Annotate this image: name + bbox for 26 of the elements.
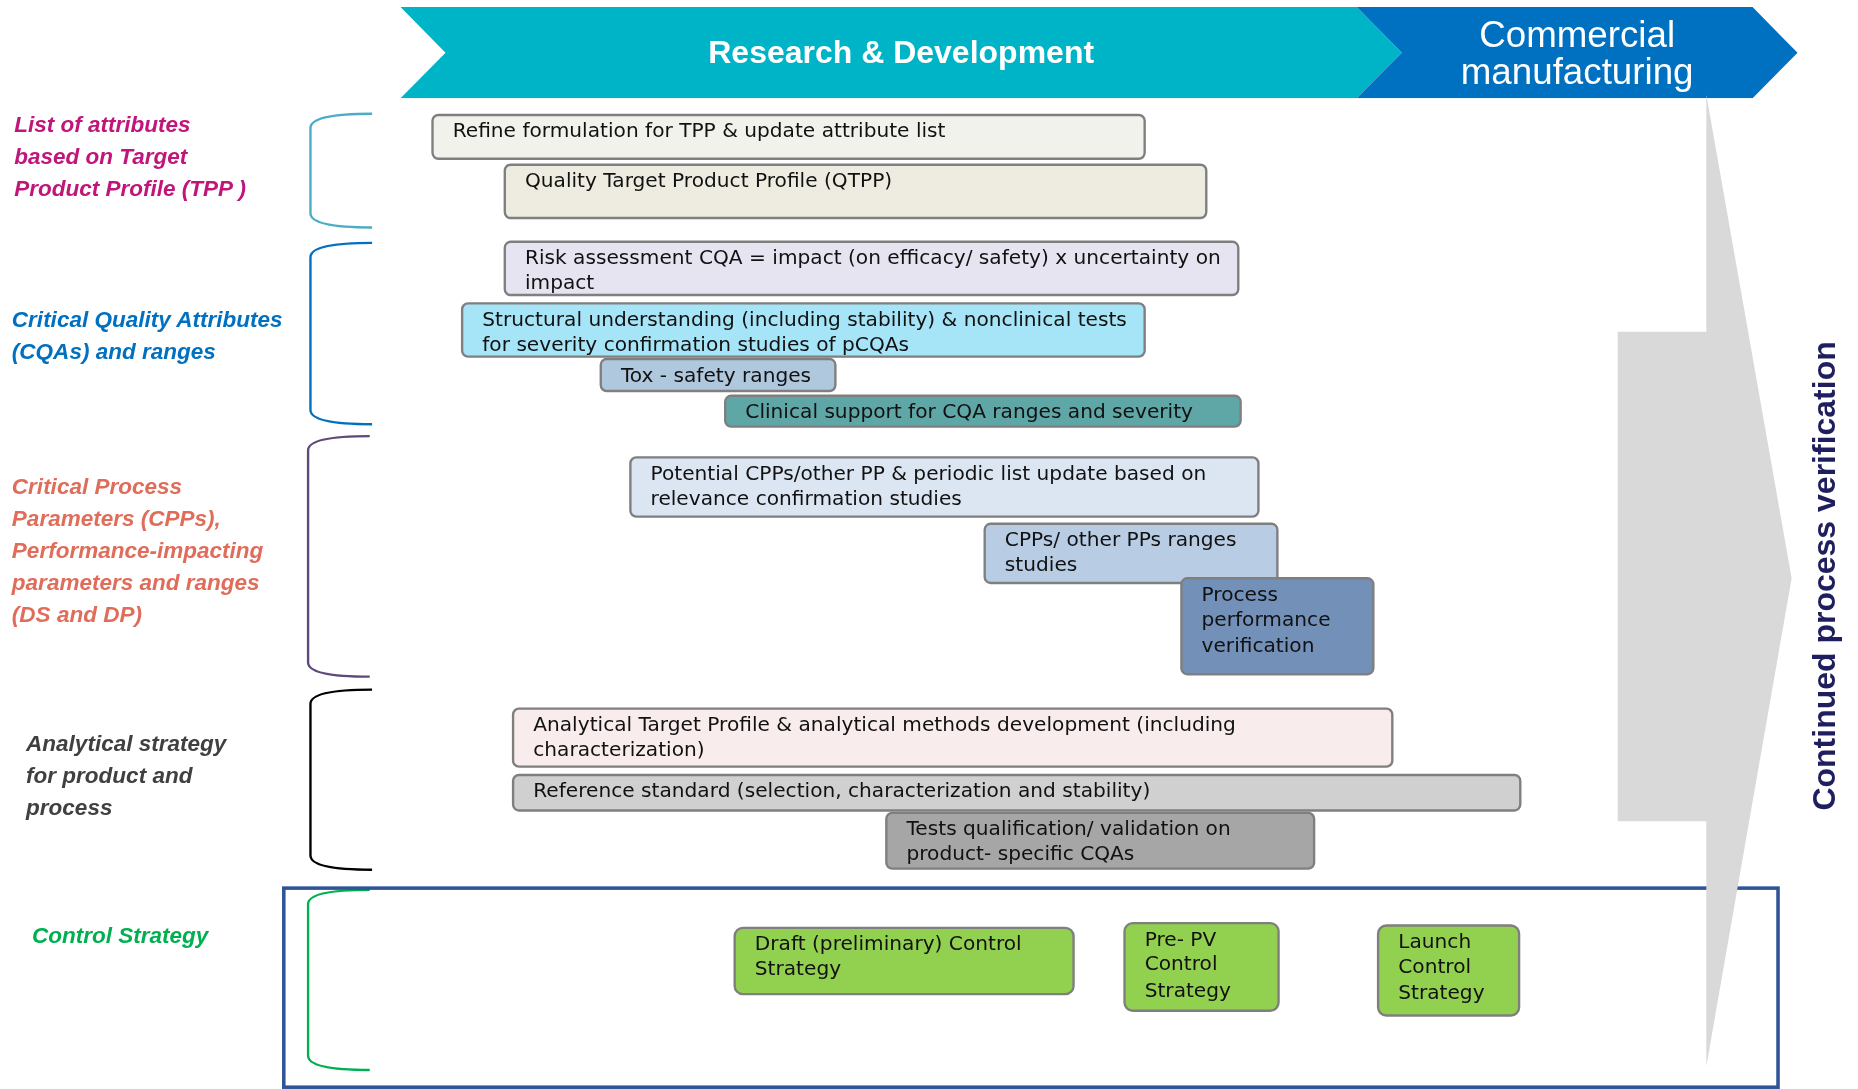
activity-bar: Tests qualification/ validation on product- specific CQAs <box>885 811 1316 870</box>
activity-bar: Tox - safety ranges <box>599 357 837 393</box>
category-label: Control Strategy <box>32 922 210 950</box>
verification-title: Continued process verification <box>1807 341 1844 811</box>
phase-banner <box>1356 7 1798 99</box>
activity-bar: CPPs/ other PPs ranges studies <box>983 522 1279 585</box>
category-label: Critical Process Parameters (CPPs), Performance-impacting parameters and ranges (DS and DP) <box>11 473 265 629</box>
activity-bar: Reference standard (selection, characterization and stability) <box>511 773 1522 812</box>
activity-bar: Risk assessment CQA = impact (on efficacy/ safety) x uncertainty on impact <box>503 240 1240 297</box>
phase-banner <box>400 7 1402 99</box>
category-label: Critical Quality Attributes (CQAs) and ranges <box>11 305 284 366</box>
category-label: List of attributes based on Target Product Profile (TPP ) <box>14 110 248 203</box>
phase-title: Commercial manufacturing <box>1459 12 1695 94</box>
activity-bar: Clinical support for CQA ranges and severity <box>724 394 1242 428</box>
activity-bar: Draft (preliminary) Control Strategy <box>733 926 1075 996</box>
activity-bar: Refine formulation for TPP & update attribute list <box>431 113 1146 160</box>
activity-bar: Potential CPPs/other PP & periodic list update based on relevance confirmation studies <box>629 456 1260 518</box>
activity-bar: Analytical Target Profile & analytical methods development (including characterization) <box>511 707 1394 768</box>
control-strategy-frame <box>282 886 1780 1089</box>
activity-bar: Launch Control Strategy <box>1376 924 1521 1017</box>
category-label: Analytical strategy for product and process <box>26 730 228 822</box>
activity-bar: Quality Target Product Profile (QTPP) <box>503 163 1208 220</box>
activity-bar: Structural understanding (including stability) & nonclinical tests for severity confirmation studies of pCQAs <box>460 302 1146 358</box>
activity-bar: Process performance verification <box>1180 577 1375 676</box>
phase-title: Research & Development <box>707 33 1096 72</box>
activity-bar: Pre- PV Control Strategy <box>1123 921 1280 1012</box>
